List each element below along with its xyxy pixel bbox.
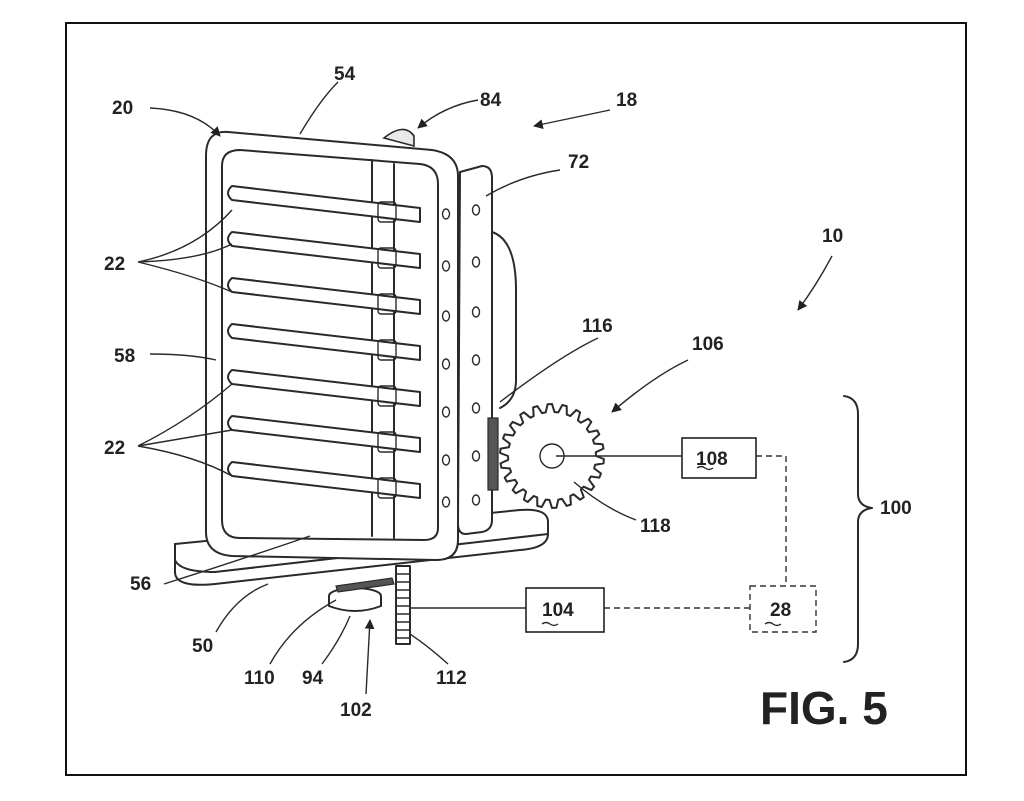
label-50: 50 (192, 636, 213, 657)
box-108 (681, 437, 757, 479)
box-104 (525, 587, 605, 633)
rod (227, 277, 421, 315)
box-28 (749, 585, 817, 633)
label-58: 58 (114, 346, 135, 367)
label-22-upper: 22 (104, 254, 125, 275)
label-54: 54 (334, 64, 356, 85)
rod (227, 231, 421, 269)
brace-100 (843, 395, 873, 663)
drive-mechanism (328, 565, 411, 645)
label-10: 10 (822, 226, 843, 247)
label-56: 56 (130, 574, 151, 595)
rack-gear (395, 565, 411, 645)
figure-title: FIG. 5 (760, 682, 888, 734)
label-118: 118 (640, 516, 671, 537)
rear-rail (457, 165, 517, 535)
label-72: 72 (568, 152, 589, 173)
label-116: 116 (582, 316, 613, 337)
label-112: 112 (436, 668, 467, 689)
label-104: 104 (542, 600, 574, 621)
label-94: 94 (302, 668, 324, 689)
rod (227, 415, 421, 453)
rod (227, 323, 421, 361)
rods (227, 185, 421, 499)
label-100: 100 (880, 498, 912, 519)
label-20: 20 (112, 98, 133, 119)
label-106: 106 (692, 334, 724, 355)
label-108: 108 (696, 449, 728, 470)
label-84: 84 (480, 90, 502, 111)
dashed-108-28 (756, 455, 787, 586)
label-22-lower: 22 (104, 438, 125, 459)
label-28: 28 (770, 600, 791, 621)
figure-border (65, 22, 967, 776)
label-110: 110 (244, 668, 275, 689)
rod (227, 461, 421, 499)
rod (227, 185, 421, 223)
rod (227, 369, 421, 407)
leader-lines (137, 81, 833, 695)
label-18: 18 (616, 90, 637, 111)
label-102: 102 (340, 700, 372, 721)
